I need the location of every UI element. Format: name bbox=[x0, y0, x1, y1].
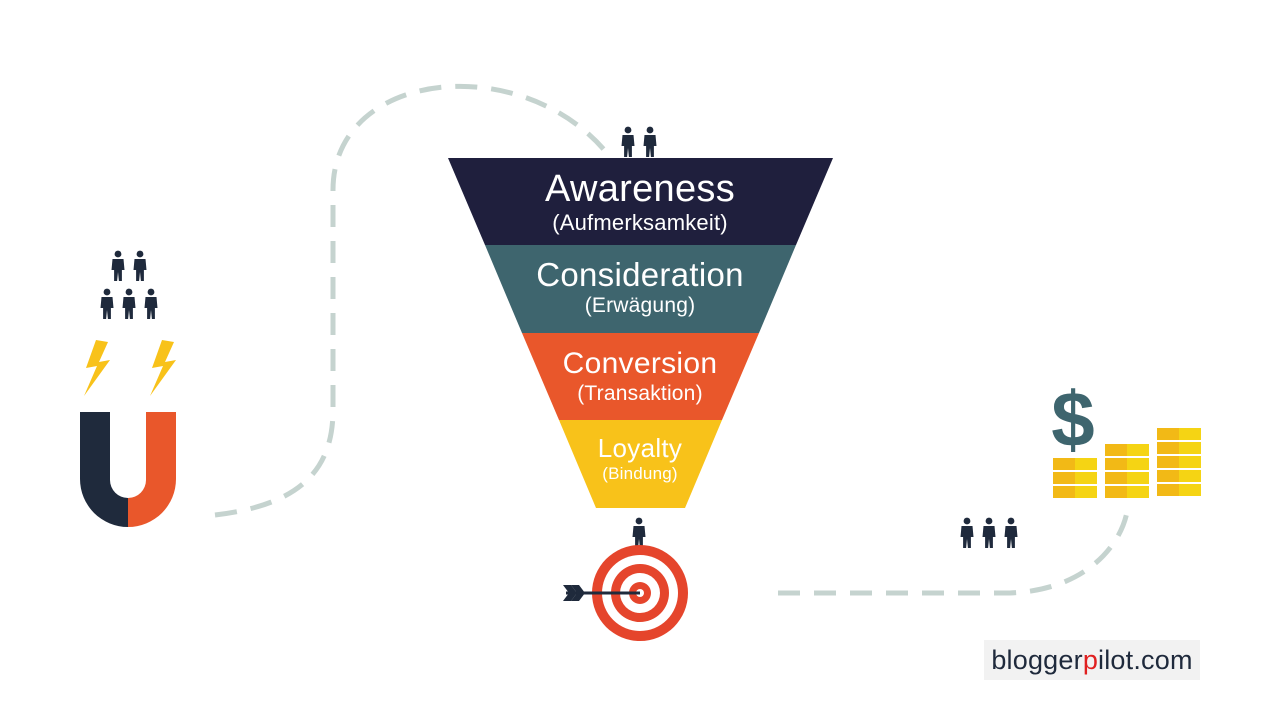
arrow-icon bbox=[563, 585, 640, 601]
lightning-icon bbox=[150, 340, 176, 396]
brand-prefix: blogger bbox=[991, 644, 1083, 675]
magnet-icon bbox=[80, 412, 176, 527]
funnel-layer-subtitle: (Aufmerksamkeit) bbox=[552, 210, 728, 235]
funnel-layer-subtitle: (Transaktion) bbox=[577, 382, 703, 405]
funnel-label-awareness: Awareness (Aufmerksamkeit) bbox=[440, 170, 840, 234]
funnel-layer-subtitle: (Bindung) bbox=[602, 464, 678, 483]
funnel-layer-title: Loyalty bbox=[597, 433, 683, 463]
people-icon bbox=[960, 517, 1018, 548]
coin-stack-icon bbox=[1053, 428, 1201, 498]
funnel-label-loyalty: Loyalty (Bindung) bbox=[440, 435, 840, 482]
funnel-layer-title: Conversion bbox=[562, 347, 718, 380]
funnel-label-consideration: Consideration (Erwägung) bbox=[440, 258, 840, 316]
journey-path-left bbox=[214, 83, 608, 518]
lightning-icon bbox=[84, 340, 110, 396]
people-icon bbox=[621, 126, 657, 157]
funnel-label-conversion: Conversion (Transaktion) bbox=[440, 347, 840, 405]
person-icon bbox=[632, 517, 646, 548]
journey-path-right bbox=[778, 504, 1131, 596]
funnel-layer-subtitle: (Erwägung) bbox=[584, 294, 696, 317]
people-icon bbox=[100, 250, 158, 319]
funnel-layer-consideration bbox=[485, 245, 796, 333]
dollar-sign-icon: $ bbox=[1051, 375, 1094, 463]
funnel-layer-conversion bbox=[522, 333, 759, 420]
brand-suffix: ilot.com bbox=[1098, 644, 1193, 675]
funnel-layer-awareness bbox=[448, 158, 833, 245]
funnel-layer-title: Consideration bbox=[536, 256, 744, 293]
funnel-layer-title: Awareness bbox=[545, 168, 735, 210]
brand-accent: p bbox=[1082, 644, 1099, 675]
funnel-layer-loyalty bbox=[559, 420, 722, 508]
